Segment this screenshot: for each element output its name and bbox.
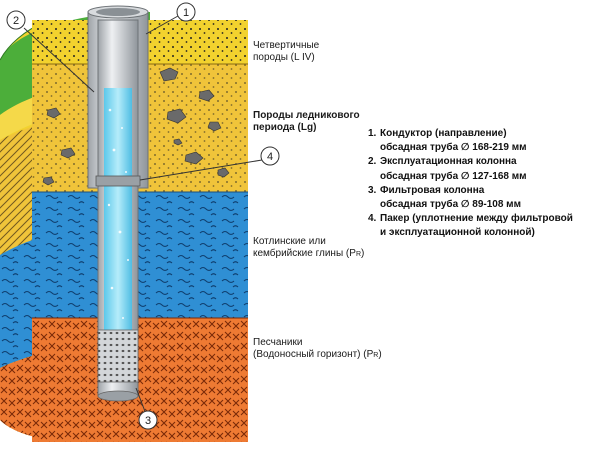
well-casing xyxy=(87,5,149,402)
legend-item-2-num: 2. xyxy=(368,156,377,168)
legend-item-4-line2: и эксплуатационной колонной) xyxy=(380,227,535,239)
label-sandstone-line1: Песчаники xyxy=(253,337,303,348)
legend-item-2-line2: обсадная труба ∅ 127-168 мм xyxy=(380,170,527,182)
label-clay-symbol: P xyxy=(349,248,356,259)
label-sandstone-line2: (Водоносный горизонт) xyxy=(253,349,361,360)
legend-item-4: 4. Пакер (уплотнение между фильтровой и … xyxy=(368,212,596,240)
label-glacial-line1: Породы ледникового xyxy=(253,110,360,121)
legend-item-4-num: 4. xyxy=(368,213,377,225)
legend-item-3-line2: обсадная труба ∅ 89-108 мм xyxy=(380,199,521,211)
legend-item-2-line1: Эксплуатационная колонна xyxy=(380,156,517,168)
label-sandstone-symbol-sub: R xyxy=(373,352,379,359)
label-glacial-line2: периода (Lg) xyxy=(253,122,317,133)
legend-item-1-num: 1. xyxy=(368,128,377,139)
label-sandstone-symbol: P xyxy=(366,349,374,360)
legend-item-1-line1: Кондуктор (направление) xyxy=(380,128,507,139)
callout-4-circle xyxy=(260,146,280,166)
legend-item-2: 2. Эксплуатационная колонна обсадная тру… xyxy=(368,155,596,183)
label-quaternary-line1: Четвертичные xyxy=(253,40,320,51)
callout-circles: 1 2 3 4 xyxy=(6,2,280,430)
callout-leaders xyxy=(23,15,263,415)
label-quaternary-line2: породы (L IV) xyxy=(253,52,315,63)
label-clay-line2: кембрийские глины xyxy=(253,248,344,259)
label-clay-line1: Котлинские или xyxy=(253,236,326,247)
packer xyxy=(95,175,141,187)
label-clay-symbol-sub: R xyxy=(355,251,361,258)
legend-item-3-line1: Фильтровая колонна xyxy=(380,184,485,196)
callout-3-circle xyxy=(138,410,158,430)
legend-item-3-num: 3. xyxy=(368,184,377,196)
legend-item-3: 3. Фильтровая колонна обсадная труба ∅ 8… xyxy=(368,184,596,212)
callout-1: 1 xyxy=(183,7,189,19)
boulders xyxy=(42,67,230,186)
legend-item-1: 1. Кондуктор (направление) обсадная труб… xyxy=(368,127,596,155)
callout-1-circle xyxy=(176,2,196,22)
label-quaternary: Четвертичные породы (L IV) xyxy=(253,40,319,64)
callout-2-circle xyxy=(6,10,26,30)
label-sandstone: Песчаники (Водоносный горизонт) (PR) xyxy=(253,337,382,360)
legend-item-1-line2: обсадная труба ∅ 168-219 мм xyxy=(380,142,527,154)
legend: 1. Кондуктор (направление) обсадная труб… xyxy=(368,127,596,241)
label-glacial: Породы ледникового периода (Lg) xyxy=(253,110,360,134)
callout-2: 2 xyxy=(13,15,19,27)
legend-item-4-line1: Пакер (уплотнение между фильтровой xyxy=(380,213,573,225)
callout-3: 3 xyxy=(145,415,151,427)
callout-4: 4 xyxy=(267,151,273,163)
label-clay: Котлинские или кембрийские глины (PR) xyxy=(253,236,365,259)
